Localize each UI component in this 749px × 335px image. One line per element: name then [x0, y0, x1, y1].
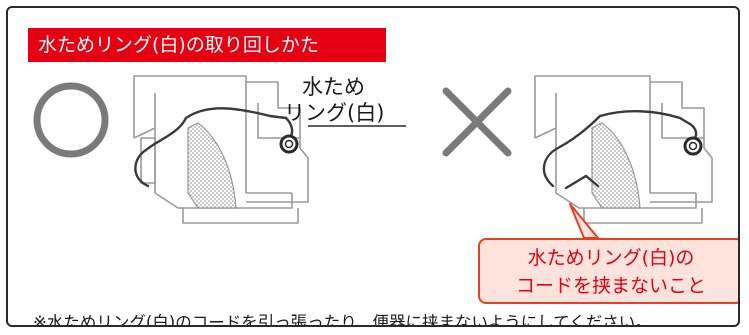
toilet-base-dotted-wrong: [591, 122, 641, 209]
instruction-panel: 水ためリング(白)の取り回しかた 水ため リング(白) 水ためリング(白)の コ…: [6, 6, 740, 327]
wrong-cross-icon: [442, 87, 512, 157]
water-ring-label: 水ため リング(白): [284, 74, 384, 126]
correct-circle-icon: [33, 82, 109, 158]
section-title: 水ためリング(白)の取り回しかた: [28, 28, 386, 62]
toilet-base-dotted: [187, 122, 237, 209]
illustration: [33, 75, 713, 239]
warning-line1: 水ためリング(白)の: [527, 247, 695, 269]
warning-callout: 水ためリング(白)の コードを挟まないこと: [478, 238, 738, 304]
water-ring-label-line2: リング(白): [284, 101, 385, 125]
ring-cord-wrong: [542, 110, 698, 190]
footnote: ※水ためリング(白)のコードを引っ張ったり、便器に挟まないようにしてください。: [33, 313, 652, 327]
warning-line2: コードを挟まないこと: [515, 275, 706, 297]
water-ring-label-line1: 水ため: [302, 75, 365, 99]
